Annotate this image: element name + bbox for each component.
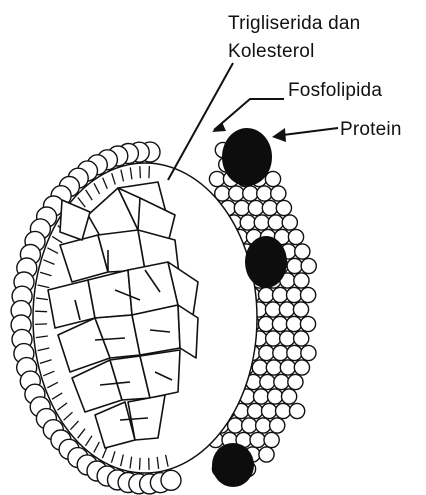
phospholipid-head [301,287,316,302]
fatty-acid-tail [140,166,141,178]
label-trigliserida-line1: Trigliserida dan [228,13,360,34]
phospholipid-head [294,360,309,375]
phospholipid-head [262,403,277,418]
phospholipid-head [254,215,269,230]
label-trigliserida-line2: Kolesterol [228,41,315,62]
phospholipid-head [280,360,295,375]
phospholipid-head [242,418,257,433]
phospholipid-head [256,418,271,433]
phospholipid-head [259,287,274,302]
phospholipid-head [240,215,255,230]
phospholipid-head [265,171,280,186]
protein-middle [245,236,287,288]
phospholipid-head [280,331,295,346]
phospholipid-head [258,316,273,331]
phospholipid-head [290,403,305,418]
fosfolipida-arrowhead [212,122,226,132]
phospholipid-head [262,200,277,215]
phospholipid-head [268,389,283,404]
protein-arrowhead [272,128,286,142]
phospholipid-head [288,229,303,244]
phospholipid-head [282,389,297,404]
phospholipid-head [260,374,275,389]
phospholipid-head [272,316,287,331]
phospholipid-head [161,470,181,490]
label-protein: Protein [340,119,402,140]
phospholipid-head [301,258,316,273]
phospholipid-head [295,244,310,259]
phospholipid-head [294,273,309,288]
phospholipid-head [273,345,288,360]
phospholipid-head [288,374,303,389]
phospholipid-head [301,345,316,360]
phospholipid-head [229,186,244,201]
fatty-acid-tail [35,324,47,325]
fatty-acid-tail [140,458,141,470]
phospholipid-head [287,345,302,360]
fatty-acid-tail [149,166,150,178]
phospholipid-head [248,200,263,215]
phospholipid-head [259,345,274,360]
phospholipid-head [276,403,291,418]
phospholipid-head [209,171,224,186]
phospholipid-head [274,374,289,389]
phospholipid-head [279,302,294,317]
phospholipid-head [250,432,265,447]
phospholipid-head [287,287,302,302]
phospholipid-head [270,418,285,433]
protein-top [222,128,272,186]
phospholipid-head [252,360,267,375]
fatty-acid-tail [35,311,47,312]
phospholipid-head [266,360,281,375]
phospholipid-head [294,331,309,346]
phospholipid-head [271,186,286,201]
phospholipid-head [234,200,249,215]
phospholipid-head [254,389,269,404]
phospholipid-head [276,200,291,215]
phospholipid-head [287,258,302,273]
phospholipid-head [300,316,315,331]
phospholipid-head [282,215,297,230]
phospholipid-head [268,215,283,230]
phospholipid-head [248,403,263,418]
phospholipid-head [286,316,301,331]
phospholipid-head [259,447,274,462]
phospholipid-head [293,302,308,317]
fosfolipida-leader-line [214,99,284,130]
phospholipid-head [266,331,281,346]
phospholipid-head [264,432,279,447]
phospholipid-head [273,287,288,302]
label-fosfolipida: Fosfolipida [288,80,382,101]
phospholipid-head [257,186,272,201]
phospholipid-head [243,186,258,201]
protein-leader-line [283,128,338,135]
protein-bottom [212,443,254,487]
phospholipid-head [265,302,280,317]
